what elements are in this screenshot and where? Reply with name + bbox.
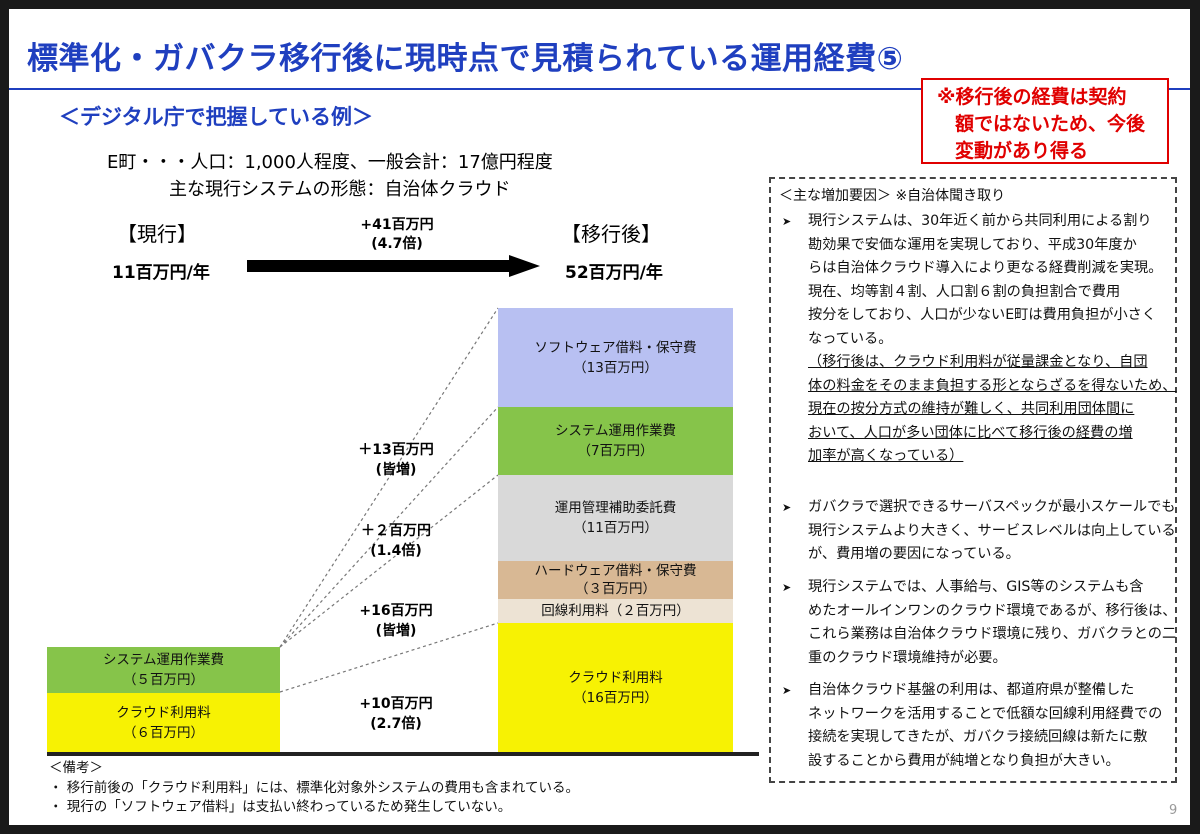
- segment-value: （13百万円）: [573, 359, 658, 376]
- delta-amount: +10百万円: [359, 696, 433, 712]
- page-title: 標準化・ガバクラ移行後に現時点で見積られている運用経費⑤: [27, 41, 904, 77]
- factor-line: 現行システムでは、人事給与、GIS等のシステムも含: [808, 579, 1144, 595]
- factor-line: 現在、均等割４割、人口割６割の負担割合で費用: [808, 283, 1121, 300]
- factor-line: （移行後は、クラウド利用料が従量課金となり、自団: [808, 354, 1148, 370]
- factor-bullet-3: ➤ 現行システムでは、人事給与、GIS等のシステムも含 めたオールインワンのクラウ…: [782, 576, 1176, 670]
- factor-line: ネットワークを活用することで低額な回線利用経費での: [808, 705, 1163, 722]
- bar-after-network: 回線利用料（２百万円）: [498, 599, 733, 623]
- notes-line-1: ・ 移行前後の「クラウド利用料」には、標準化対象外システムの費用も含まれている。: [49, 779, 579, 796]
- segment-value: （11百万円）: [573, 520, 658, 536]
- notes: ＜備考＞ ・ 移行前後の「クラウド利用料」には、標準化対象外システムの費用も含ま…: [49, 759, 579, 818]
- factor-line: らは自治体クラウド導入により更なる経費削減を実現。: [808, 260, 1163, 276]
- warning-line-2: 額ではないため、今後: [955, 113, 1146, 135]
- subtitle: ＜デジタル庁で把握している例＞: [59, 105, 373, 129]
- factor-line: なっている。: [808, 330, 893, 347]
- delta-note: (1.4倍): [370, 543, 422, 559]
- factor-line: 現在の按分方式の維持が難しく、共同利用団体間に: [808, 401, 1135, 417]
- segment-value: （５百万円）: [123, 672, 204, 688]
- increase-amount: +41百万円: [360, 217, 434, 233]
- factor-line: 現行システムは、30年近く前から共同利用による割り: [808, 213, 1152, 229]
- segment-name: 運用管理補助委託費: [554, 500, 677, 516]
- segment-value: （16百万円）: [573, 689, 658, 706]
- increase-arrow: [247, 255, 540, 277]
- factor-line: 按分をしており、人口が少ないE町は費用負担が小さく: [808, 307, 1157, 323]
- arrow-bullet-icon: ➤: [782, 501, 792, 514]
- segment-value: （３百万円）: [575, 581, 656, 597]
- factor-line: 設することから費用が純増となり負担が大きい。: [808, 752, 1120, 769]
- delta-note: (皆増): [375, 462, 417, 478]
- page-number: 9: [1169, 803, 1178, 818]
- segment-name: クラウド利用料: [568, 669, 663, 686]
- segment-name: ハードウェア借料・保守費: [534, 563, 697, 579]
- municipality-info: E町・・・人口：1,000人程度、一般会計：17億円程度 主な現行システムの形態…: [107, 149, 553, 203]
- slide: 標準化・ガバクラ移行後に現時点で見積られている運用経費⑤ ＜デジタル庁で把握して…: [9, 9, 1190, 825]
- factor-line: 勘効果で安価な運用を実現しており、平成30年度か: [808, 236, 1137, 253]
- factor-line: 自治体クラウド基盤の利用は、都道府県が整備した: [808, 682, 1135, 698]
- factor-line: 加率が高くなっている）: [808, 448, 964, 464]
- segment-name: システム運用作業費: [102, 652, 225, 668]
- segment-value: （６百万円）: [123, 724, 204, 741]
- bar-after-ops-mgmt: 運用管理補助委託費 （11百万円）: [498, 475, 733, 561]
- factor-line: めたオールインワンのクラウド環境であるが、移行後は、: [808, 602, 1177, 619]
- factor-line: 体の料金をそのまま負担する形とならざるを得ないため、: [808, 377, 1177, 394]
- factor-line: これら業務は自治体クラウド環境に残り、ガバクラとの二: [808, 626, 1177, 642]
- notes-line-2: ・ 現行の「ソフトウェア借料」は支払い終わっているため発生していない。: [49, 799, 512, 815]
- factor-line: ガバクラで選択できるサーバスペックが最小スケールでも: [808, 499, 1176, 515]
- factor-line: が、費用増の要因になっている。: [808, 546, 1020, 562]
- warning-box: ※移行後の経費は契約 額ではないため、今後 変動があり得る: [921, 78, 1169, 164]
- segment-value: （7百万円）: [577, 443, 654, 459]
- title-divider: [9, 88, 1190, 90]
- bar-current-system-ops: システム運用作業費 （５百万円）: [47, 647, 280, 693]
- info-line-2: 主な現行システムの形態：自治体クラウド: [169, 179, 511, 200]
- segment-name: クラウド利用料: [116, 704, 211, 721]
- factor-bullet-2: ➤ ガバクラで選択できるサーバスペックが最小スケールでも 現行システムより大きく、…: [782, 496, 1176, 567]
- bar-after-software: ソフトウェア借料・保守費 （13百万円）: [498, 308, 733, 407]
- info-line-1: E町・・・人口：1,000人程度、一般会計：17億円程度: [107, 152, 553, 173]
- warning-line-1: ※移行後の経費は契約: [937, 86, 1127, 108]
- delta-amount: ＋13百万円: [358, 442, 434, 458]
- delta-note: (2.7倍): [370, 716, 422, 732]
- arrow-bullet-icon: ➤: [782, 215, 792, 228]
- factor-line: おいて、人口が多い団体に比べて移行後の経費の増: [808, 424, 1133, 441]
- bar-after-hardware: ハードウェア借料・保守費 （３百万円）: [498, 561, 733, 599]
- delta-system-ops: ＋２百万円 (1.4倍): [349, 521, 443, 561]
- segment-name: 回線利用料（２百万円）: [541, 603, 690, 619]
- after-label: 【移行後】: [561, 222, 661, 246]
- delta-amount: +16百万円: [359, 603, 433, 619]
- arrow-bullet-icon: ➤: [782, 581, 792, 594]
- factor-line: 現行システムより大きく、サービスレベルは向上している: [808, 522, 1176, 539]
- bar-after-system-ops: システム運用作業費 （7百万円）: [498, 407, 733, 475]
- factor-line: 接続を実現してきたが、ガバクラ接続回線は新たに敷: [808, 729, 1148, 745]
- segment-name: ソフトウェア借料・保守費: [534, 339, 697, 356]
- bar-after-cloud: クラウド利用料 （16百万円）: [498, 623, 733, 752]
- delta-note: (皆増): [375, 623, 417, 639]
- increase-ratio: (4.7倍): [371, 236, 423, 252]
- warning-line-3: 変動があり得る: [955, 140, 1089, 162]
- chart-baseline: [47, 752, 759, 756]
- delta-software: ＋13百万円 (皆増): [349, 440, 443, 480]
- delta-cloud: +10百万円 (2.7倍): [349, 694, 443, 734]
- segment-name: システム運用作業費: [554, 423, 677, 439]
- current-total: 11百万円/年: [112, 263, 210, 283]
- current-label: 【現行】: [117, 222, 197, 246]
- factor-line: 重のクラウド環境維持が必要。: [808, 649, 1007, 666]
- factors-box: [769, 177, 1177, 783]
- arrow-bullet-icon: ➤: [782, 684, 792, 697]
- delta-mixed: +16百万円 (皆増): [349, 601, 443, 641]
- factor-bullet-4: ➤ 自治体クラウド基盤の利用は、都道府県が整備した ネットワークを活用することで低…: [782, 679, 1162, 773]
- notes-head: ＜備考＞: [49, 760, 103, 776]
- after-total: 52百万円/年: [565, 263, 663, 283]
- delta-amount: ＋２百万円: [361, 523, 431, 539]
- factor-bullet-1: ➤ 現行システムは、30年近く前から共同利用による割り 勘効果で安価な運用を実現し…: [782, 210, 1176, 469]
- bar-current-cloud: クラウド利用料 （６百万円）: [47, 693, 280, 752]
- factors-head: ＜主な増加要因＞ ※自治体聞き取り: [779, 188, 1006, 204]
